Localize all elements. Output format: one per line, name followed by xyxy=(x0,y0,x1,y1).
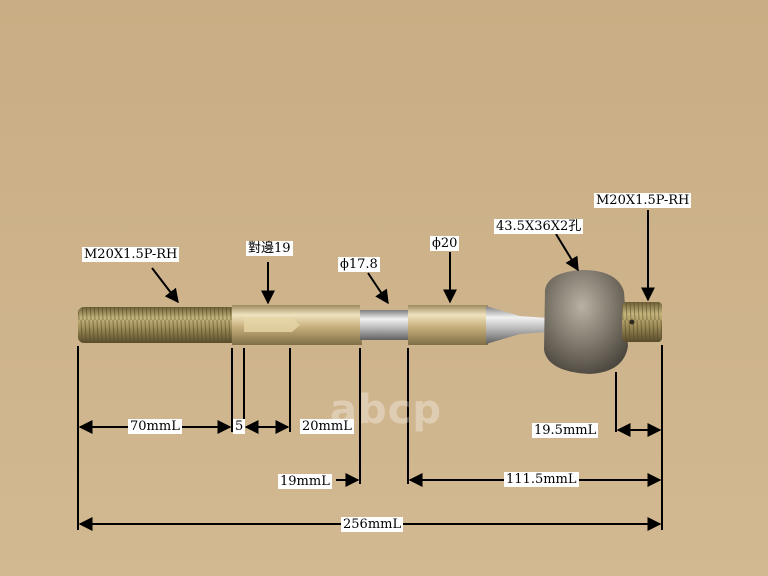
dim-20mm: 20mmL xyxy=(300,419,354,434)
label-thread-right: M20X1.5P-RH xyxy=(594,193,692,208)
tie-rod xyxy=(78,270,662,374)
label-thread-left: M20X1.5P-RH xyxy=(82,247,180,262)
ball-housing xyxy=(544,270,628,374)
dim-70mm: 70mmL xyxy=(128,419,182,434)
shaft-20 xyxy=(408,305,488,345)
dim-19-5mm: 19.5mmL xyxy=(532,423,599,438)
dim-111-5mm: 111.5mmL xyxy=(504,472,579,487)
dim-5mm: 5 xyxy=(233,419,246,434)
label-diameter-17-8: ϕ17.8 xyxy=(338,257,380,272)
label-diameter-20: ϕ20 xyxy=(430,236,460,251)
dim-256mm: 256mmL xyxy=(341,517,404,532)
dim-19mm: 19mmL xyxy=(278,474,332,489)
label-hex-across-flats: 對邊19 xyxy=(246,241,293,256)
taper xyxy=(486,306,548,344)
leader-arrows xyxy=(151,210,655,305)
groove-178 xyxy=(360,310,410,340)
extension-lines xyxy=(77,345,663,530)
label-ball-housing: 43.5X36X2孔 xyxy=(494,219,584,234)
